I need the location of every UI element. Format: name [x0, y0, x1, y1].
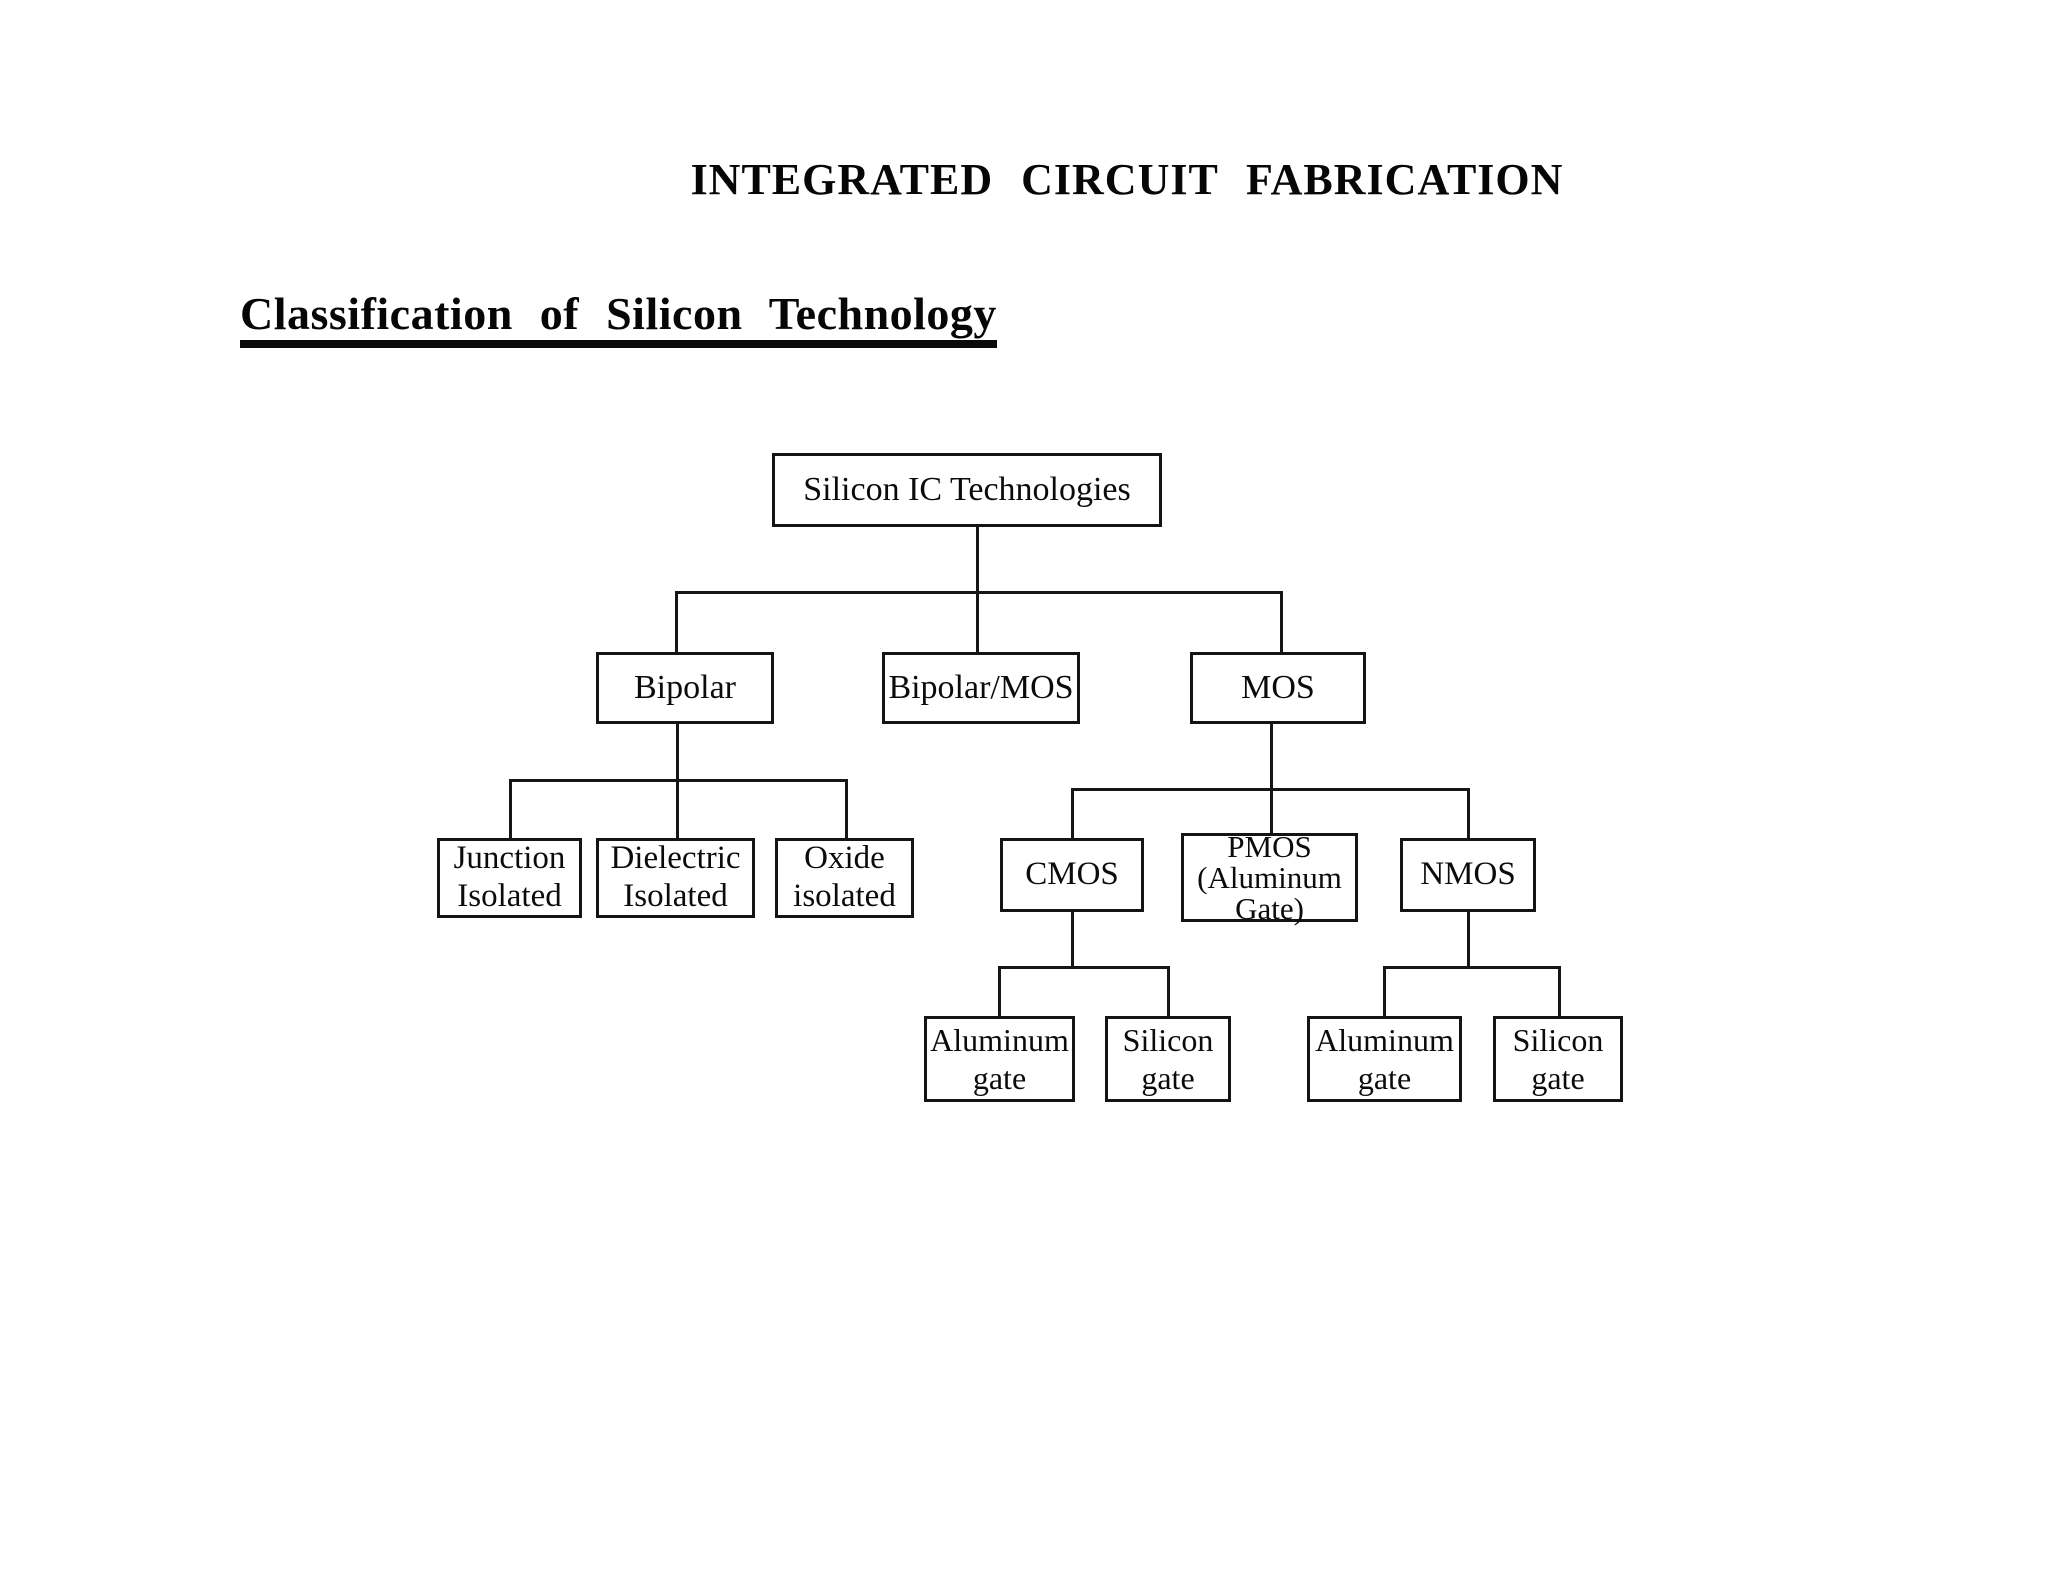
node-oxide-isolated: Oxide isolated [775, 838, 914, 918]
connector-drop-mos [1280, 591, 1283, 652]
node-bipolar: Bipolar [596, 652, 774, 724]
connector-mos-down-to-pmos [1270, 722, 1273, 833]
node-pmos-aluminum-gate: PMOS (Aluminum Gate) [1181, 831, 1358, 924]
connector-drop-bipolar [675, 591, 678, 652]
node-silicon-ic-technologies: Silicon IC Technologies [772, 453, 1162, 527]
node-junction-isolated: Junction Isolated [437, 838, 582, 918]
page-title: INTEGRATED CIRCUIT FABRICATION [690, 155, 1564, 204]
node-mos: MOS [1190, 652, 1366, 724]
connector-drop-junction [509, 779, 512, 838]
node-cmos-silicon-gate: Silicon gate [1105, 1016, 1231, 1102]
node-nmos: NMOS [1400, 838, 1536, 912]
connector-bipolar-horizontal [509, 779, 848, 782]
connector-mos-horizontal [1071, 788, 1470, 791]
connector-cmos-down [1071, 910, 1074, 966]
node-bipolar-mos: Bipolar/MOS [882, 652, 1080, 724]
connector-drop-cmos-aluminum [998, 966, 1001, 1016]
node-nmos-aluminum-gate: Aluminum gate [1307, 1016, 1462, 1102]
connector-nmos-horizontal [1383, 966, 1561, 969]
node-cmos-aluminum-gate: Aluminum gate [924, 1016, 1075, 1102]
connector-drop-cmos-silicon [1167, 966, 1170, 1016]
section-heading: Classification of Silicon Technology [240, 291, 997, 348]
connector-cmos-horizontal [998, 966, 1170, 969]
connector-drop-nmos-silicon [1558, 966, 1561, 1016]
node-dielectric-isolated: Dielectric Isolated [596, 838, 755, 918]
connector-nmos-down [1467, 910, 1470, 966]
connector-drop-nmos [1467, 788, 1470, 838]
connector-drop-oxide [845, 779, 848, 838]
connector-root-to-bipolar-mos [976, 527, 979, 652]
node-cmos: CMOS [1000, 838, 1144, 912]
node-nmos-silicon-gate: Silicon gate [1493, 1016, 1623, 1102]
connector-drop-nmos-aluminum [1383, 966, 1386, 1016]
connector-level1-horizontal [675, 591, 1283, 594]
connector-drop-cmos [1071, 788, 1074, 838]
